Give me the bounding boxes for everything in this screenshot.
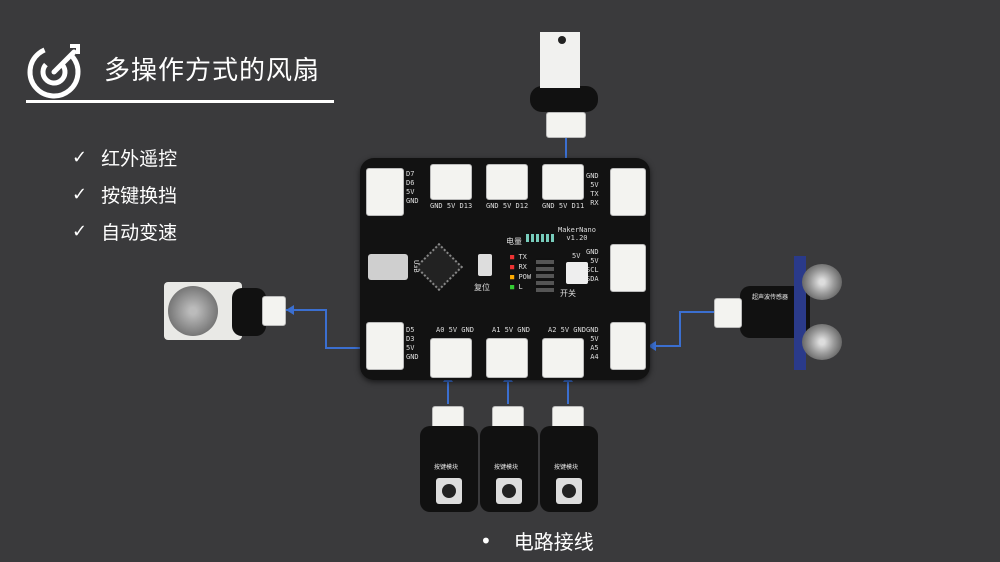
page-title: 多操作方式的风扇 (104, 56, 321, 86)
connector-a4-a5 (610, 322, 646, 370)
power-switch (566, 262, 588, 284)
feature-item: ✓ 自动变速 (72, 218, 177, 245)
arrow-icon (286, 305, 294, 315)
caption-label: 电路接线 (513, 530, 594, 554)
check-icon: ✓ (72, 221, 88, 242)
pin-label: GND 5V D13 (430, 202, 473, 210)
title-underline (26, 100, 334, 103)
ultrasonic-connector (714, 298, 742, 328)
pin-label: A1 5V GND (492, 326, 530, 334)
pin-label: GND 5V D12 (486, 202, 529, 210)
connector-d7-d6 (366, 168, 404, 216)
push-button (556, 478, 582, 504)
connector-a1 (486, 338, 528, 378)
ir-module-base (530, 86, 598, 112)
pin-label: A2 5V GND (548, 326, 586, 334)
connector-a2 (542, 338, 584, 378)
ultrasonic-label: 超声波传感器 (752, 294, 789, 301)
pin-label: A0 5V GND (436, 326, 474, 334)
ultrasonic-transmitter-icon (802, 264, 842, 300)
pin-label: GND 5V D11 (542, 202, 585, 210)
check-icon: ✓ (72, 184, 88, 205)
mcu-chip (414, 242, 464, 292)
connector-i2c (610, 244, 646, 292)
wire-fan (286, 309, 372, 349)
voltage-label: 5V (572, 252, 581, 260)
ultrasonic-receiver-icon (802, 324, 842, 360)
button-module-label: 按键模块 (434, 464, 459, 471)
push-button (436, 478, 462, 504)
check-icon: ✓ (72, 147, 88, 168)
connector-d12 (486, 164, 528, 200)
reset-button (478, 254, 492, 276)
switch-label: 开关 (560, 289, 576, 298)
connector-a0 (430, 338, 472, 378)
power-label: 电量 (506, 237, 522, 246)
fan-driver-board (232, 288, 266, 336)
feature-label: 红外遥控 (101, 148, 178, 170)
ir-sensor-icon (558, 36, 566, 44)
fan-connector (262, 296, 286, 326)
push-button (496, 478, 522, 504)
reset-label: 复位 (474, 283, 490, 292)
target-logo-icon (27, 44, 81, 99)
button-module-a1: 按键模块 (480, 426, 538, 512)
connector-d13 (430, 164, 472, 200)
button-module-label: 按键模块 (494, 464, 519, 471)
feature-item: ✓ 红外遥控 (72, 144, 177, 171)
button-module-label: 按键模块 (554, 464, 579, 471)
fan-motor-icon (168, 286, 218, 336)
connector-d5-d3 (366, 322, 404, 370)
header-pins (536, 258, 554, 292)
arrow-icon (648, 341, 656, 351)
wire-ultrasonic (648, 311, 716, 347)
button-module-a0: 按键模块 (420, 426, 478, 512)
connector-uart (610, 168, 646, 216)
battery-indicator (526, 234, 556, 242)
usb-port (368, 254, 408, 280)
connector-d11 (542, 164, 584, 200)
diagram-caption: • 电路接线 (480, 526, 594, 555)
feature-label: 自动变速 (101, 222, 178, 244)
ir-connector (546, 112, 586, 138)
led-labels: ■ TX ■ RX ■ POW ■ L (510, 253, 532, 291)
feature-item: ✓ 按键换挡 (72, 181, 177, 208)
button-module-a2: 按键模块 (540, 426, 598, 512)
bullet-icon: • (480, 528, 492, 553)
feature-label: 按键换挡 (101, 185, 178, 207)
